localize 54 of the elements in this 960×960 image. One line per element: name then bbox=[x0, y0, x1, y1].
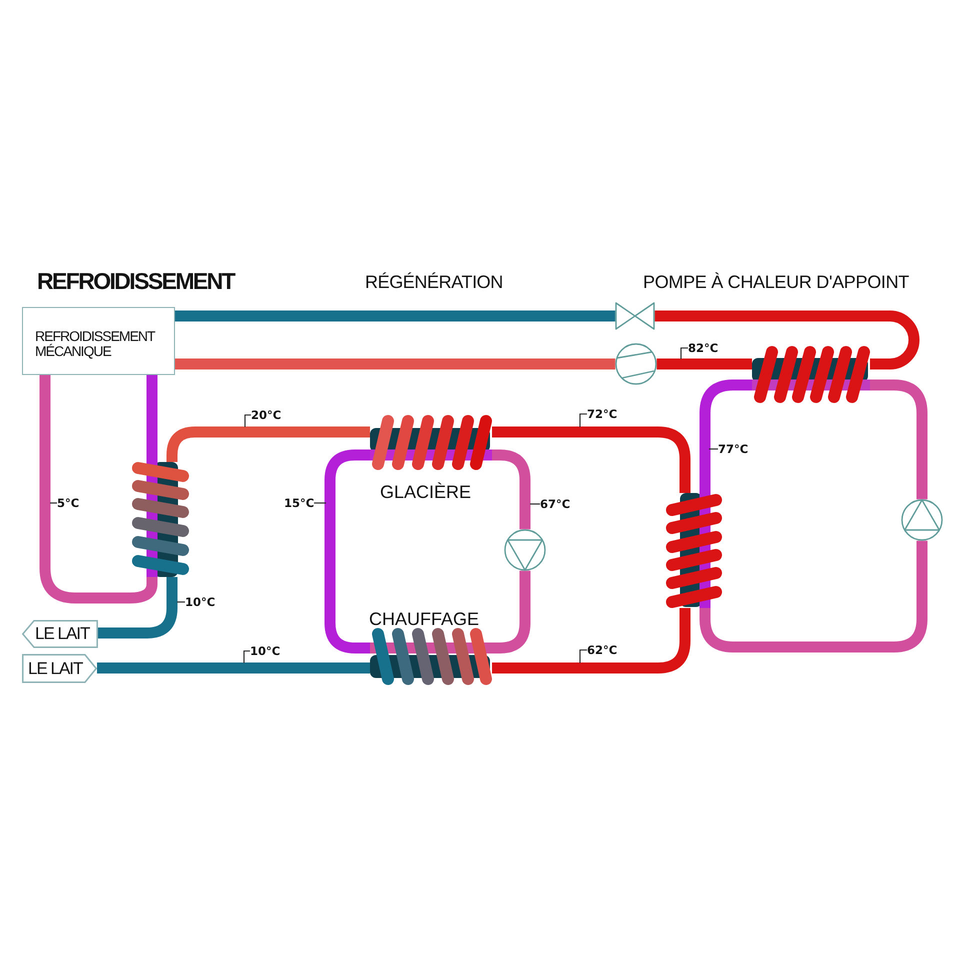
pipe bbox=[175, 358, 616, 370]
pipe bbox=[324, 450, 370, 654]
leader-line bbox=[243, 650, 250, 663]
temperature-label: 20°C bbox=[251, 408, 282, 422]
temperature-label: 72°C bbox=[587, 407, 618, 421]
leader-line bbox=[244, 414, 251, 427]
pipe bbox=[98, 577, 178, 638]
coil-icon bbox=[666, 493, 722, 608]
section-heading: REFROIDISSEMENT bbox=[37, 270, 234, 293]
temperature-label: 82°C bbox=[688, 341, 718, 355]
temperature-label: 15°C bbox=[284, 496, 314, 510]
temperature-label: 5°C bbox=[57, 496, 80, 510]
pipe bbox=[700, 380, 752, 493]
pipe bbox=[492, 450, 530, 530]
caption-label: GLACIÈRE bbox=[380, 483, 472, 502]
coil-icon bbox=[370, 628, 492, 685]
leader-line bbox=[579, 413, 587, 427]
pump-icon bbox=[901, 499, 943, 541]
pipe bbox=[146, 375, 158, 462]
temperature-label: 77°C bbox=[718, 442, 748, 456]
coil-icon bbox=[370, 415, 492, 470]
pipe bbox=[40, 375, 158, 604]
section-heading: POMPE À CHALEUR D'APPOINT bbox=[643, 273, 909, 292]
temperature-label: 62°C bbox=[587, 643, 618, 657]
leader-line bbox=[680, 347, 688, 359]
outlet-tag: LE LAIT bbox=[22, 620, 98, 648]
pipe bbox=[654, 310, 920, 370]
pipe bbox=[700, 540, 928, 652]
pipe bbox=[166, 426, 370, 462]
pipe bbox=[492, 426, 690, 493]
coil-icon bbox=[132, 462, 189, 577]
leader-line bbox=[50, 502, 57, 504]
pump-icon bbox=[504, 529, 546, 571]
leader-line bbox=[314, 502, 326, 504]
pipe bbox=[492, 608, 690, 674]
pipe bbox=[97, 662, 370, 674]
leader-line bbox=[177, 601, 185, 603]
leader-line bbox=[579, 649, 587, 663]
pipe bbox=[175, 310, 616, 322]
pipe bbox=[656, 358, 752, 370]
compressor-icon bbox=[615, 343, 657, 385]
pipe bbox=[870, 380, 928, 500]
temperature-label: 10°C bbox=[250, 644, 280, 658]
coil-icon bbox=[752, 346, 870, 403]
leader-line bbox=[530, 503, 540, 505]
valve-icon bbox=[615, 302, 655, 330]
caption-label: CHAUFFAGE bbox=[369, 610, 480, 628]
temperature-label: 10°C bbox=[185, 595, 216, 609]
temperature-label: 67°C bbox=[540, 497, 570, 511]
section-heading: RÉGÉNÉRATION bbox=[365, 273, 503, 292]
pipe bbox=[492, 570, 530, 654]
cooling-unit-panel: REFROIDISSEMENT MÉCANIQUE bbox=[22, 307, 175, 375]
inlet-tag: LE LAIT bbox=[22, 654, 97, 683]
leader-line bbox=[709, 448, 718, 450]
